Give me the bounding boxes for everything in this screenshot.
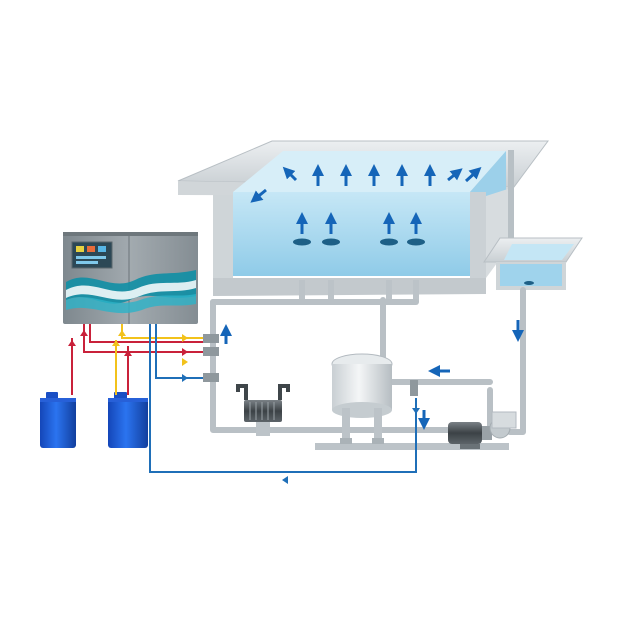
pool-inlet-pipes xyxy=(299,280,419,302)
pipe-base-rail xyxy=(315,443,509,450)
status-display xyxy=(71,241,113,269)
overflow-balance-tank xyxy=(483,237,583,290)
injection-arrow-icon xyxy=(68,330,420,484)
pool-bottom-slab xyxy=(213,278,486,296)
heat-exchanger xyxy=(236,384,290,436)
chemical-canister-1 xyxy=(40,392,76,448)
pool-left-wall xyxy=(213,195,233,296)
overflow-gutter xyxy=(508,150,514,246)
inlet-nozzle-icon xyxy=(293,238,425,246)
chemical-canister-2 xyxy=(108,392,148,448)
flow-arrow-icon xyxy=(220,320,524,430)
display-indicators xyxy=(76,246,106,264)
pool-right-wall xyxy=(470,192,486,290)
injection-points xyxy=(203,334,219,382)
dosing-controller xyxy=(63,232,198,324)
pool-water-front xyxy=(233,192,470,276)
flow-arrow-icon xyxy=(250,164,482,234)
wave-graphic xyxy=(66,270,196,314)
swimming-pool xyxy=(177,140,549,302)
circulation-pump xyxy=(448,411,517,449)
chlorine-dosing-line xyxy=(115,324,203,395)
sand-filter xyxy=(331,353,418,444)
